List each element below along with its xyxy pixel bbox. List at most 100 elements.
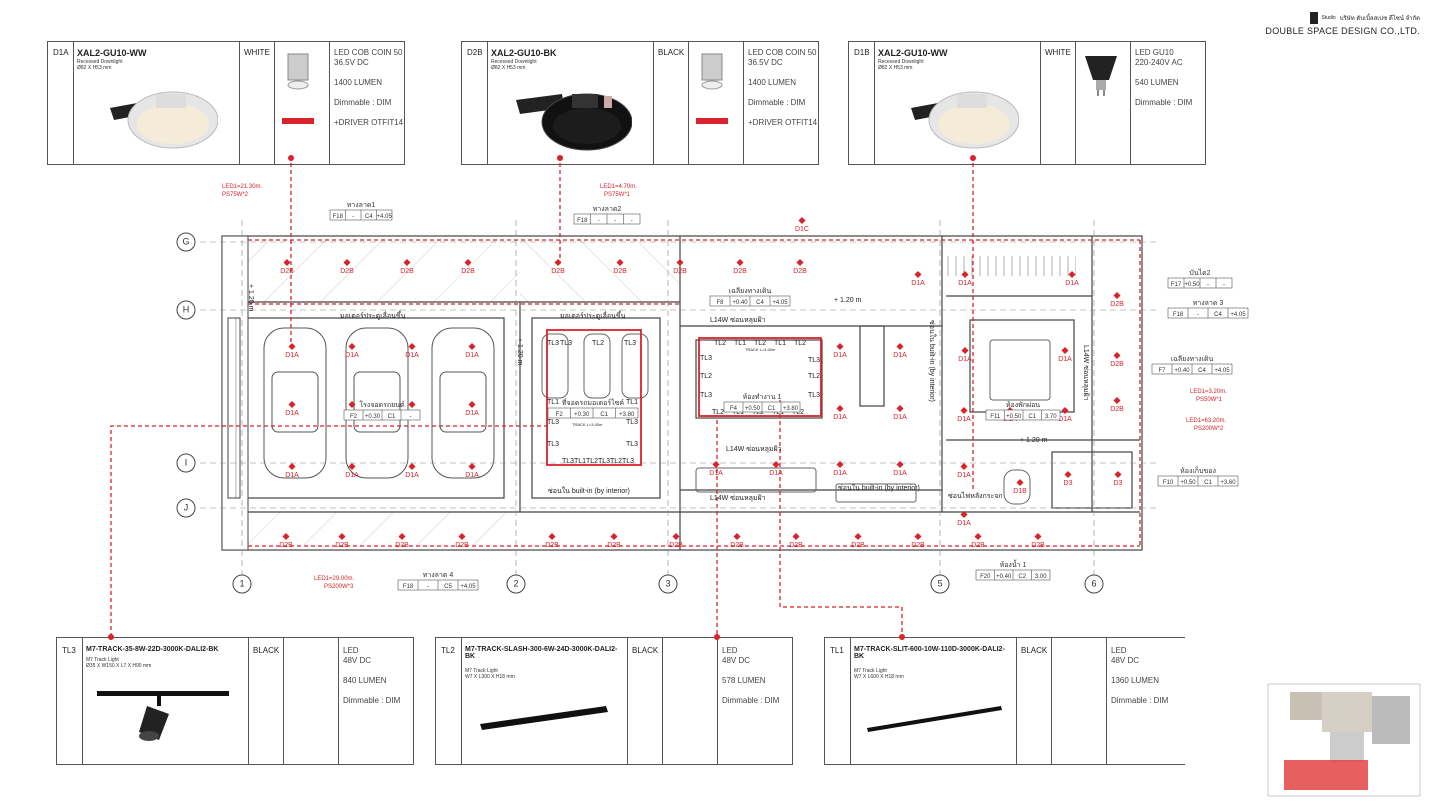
fixture-label: D1B <box>1013 488 1027 495</box>
track-light-label: TL1 <box>732 409 744 416</box>
track-light-label: TL1 <box>547 399 559 406</box>
track-slit-icon <box>867 706 1002 732</box>
grid-label-2: 2 <box>513 578 518 588</box>
room-tag-cell: +0.30 <box>365 414 381 420</box>
leader-endpoints <box>108 155 976 640</box>
spec-line: Dimmable : DIM <box>748 98 806 107</box>
fixture-d1a: D1A <box>1058 346 1072 363</box>
fixture-d1a: D1A <box>957 510 971 527</box>
fixture-label: D1A <box>1065 280 1079 287</box>
fixture-d2b: D2B <box>455 532 469 549</box>
track-light-label: TL2 <box>808 373 820 380</box>
fixture-label: D3 <box>1064 480 1073 487</box>
company-thai-name: บริษัท ดับเบิ้ลสเปซ ดีไซน์ จำกัด <box>1339 16 1420 22</box>
spec-line: 48V DC <box>1111 656 1140 665</box>
l14w-label: L14W ซ่อนหลุมฝ้า <box>726 445 782 453</box>
track-light-label: TL3 <box>560 340 572 347</box>
spec-id: D1B <box>854 48 870 57</box>
grid-label-3: 3 <box>665 578 670 588</box>
ramp-hatch <box>248 512 520 546</box>
grid-bubbles <box>176 232 1104 594</box>
fixture-label: D2B <box>1031 542 1045 549</box>
spec-line: LED COB COIN 50 <box>748 48 817 57</box>
room-tag-cell: C1 <box>600 412 608 418</box>
track-light-label: TL1 <box>574 458 586 465</box>
track-spot-icon <box>97 691 229 741</box>
spec-model: M7-TRACK-SLASH-300-6W-24D-3000K-DALI2-BK <box>465 646 618 660</box>
room-tag-cell: - <box>598 218 600 224</box>
fixture-d2b: D2B <box>400 258 414 275</box>
track-light-label: TL3 <box>547 340 559 347</box>
led-run-label: LED1=63.20m. <box>1186 418 1227 424</box>
track-light-label: TL2 <box>754 340 766 347</box>
spec-line: LED GU10 <box>1135 48 1174 57</box>
fixture-d1a: D1A <box>285 462 299 479</box>
track-light-label: TL2 <box>586 458 598 465</box>
building-icon <box>1309 12 1318 24</box>
grid-label-1: 1 <box>239 578 244 588</box>
fixture-d1a: D1A <box>833 460 847 477</box>
room-tag-cell: - <box>1223 282 1225 288</box>
fixture-d3: D3 <box>1064 470 1073 487</box>
track-light-label: TL3 <box>547 441 559 448</box>
spec-line: 840 LUMEN <box>343 676 387 685</box>
track-light-label: TL1 <box>774 340 786 347</box>
room-tag-cell: 3.00 <box>1035 574 1047 580</box>
fixture-label: D2B <box>673 268 687 275</box>
fixture-d2b: D2B <box>1031 532 1045 549</box>
fixture-d2b: D2B <box>793 258 807 275</box>
ramp-hatch <box>248 238 520 302</box>
room-tag-cell: - <box>1197 312 1199 318</box>
spec-color: WHITE <box>1045 48 1071 57</box>
spec-size: Ø82 X H53 mm <box>77 65 112 71</box>
spec-card-d1b: D1B XAL2-GU10-WW Recessed Downlight Ø82 … <box>848 41 1206 165</box>
fixture-d2b: D2B <box>669 532 683 549</box>
room-tag-cell: F2 <box>350 414 358 420</box>
room-tag-cell: F10 <box>1163 480 1174 486</box>
power-supply-label: PS200W*3 <box>324 584 354 590</box>
room-tag-cell: +0.50 <box>1184 282 1200 288</box>
room-tag-cell: F7 <box>1158 368 1166 374</box>
track-light-label: TL2 <box>792 409 804 416</box>
fixture-label: D1A <box>345 472 359 479</box>
stair <box>227 317 241 499</box>
fixture-label: D1A <box>1003 416 1017 423</box>
spec-size: Ø82 X H53 mm <box>491 65 526 71</box>
room-tag-cell: C5 <box>444 584 452 590</box>
room-name: ที่จอดรถมอเตอร์ไซค์ <box>562 398 624 407</box>
fixture-d2b: D2B <box>1110 396 1124 413</box>
room-tag-cell: F8 <box>716 300 724 306</box>
spec-line: 48V DC <box>722 656 751 665</box>
room-name: ทางลาด 4 <box>423 572 454 579</box>
track-light-label: TL3 <box>700 392 712 399</box>
fixture-d1a: D1A <box>769 460 783 477</box>
fixture-label: D2B <box>395 542 409 549</box>
fixture-d1a: D1A <box>893 404 907 421</box>
fixture-d2b: D2B <box>1110 351 1124 368</box>
room-name: บันได2 <box>1189 268 1210 277</box>
fixture-label: D1A <box>958 356 972 363</box>
fixture-d1a: D1A <box>465 462 479 479</box>
room-tag-cell: C4 <box>1198 368 1206 374</box>
fixture-label: D2B <box>1110 406 1124 413</box>
fixture-label: D1A <box>405 352 419 359</box>
l14w-label: L14W ซ่อนหลุมฝ้า <box>1082 345 1090 401</box>
fixture-label: D1A <box>957 416 971 423</box>
fixture-label: D1A <box>285 352 299 359</box>
spec-line: LED <box>1111 646 1127 655</box>
fixture-label: D2B <box>335 542 349 549</box>
fixture-d3: D3 <box>1114 470 1123 487</box>
fixture-label: D1A <box>833 352 847 359</box>
company-logo: Studio บริษัท ดับเบิ้ลสเปซ ดีไซน์ จำกัด … <box>1265 12 1420 36</box>
fixture-d1a: D1A <box>285 400 299 417</box>
spec-line: +DRIVER OTFIT14 <box>334 118 404 127</box>
fixture-d1a: D1A <box>833 342 847 359</box>
ramp-hatch <box>520 238 680 302</box>
fixture-d2b: D2B <box>673 258 687 275</box>
room-tag-cell: C1 <box>768 406 776 412</box>
fixture-d1c: D1C <box>795 216 809 233</box>
